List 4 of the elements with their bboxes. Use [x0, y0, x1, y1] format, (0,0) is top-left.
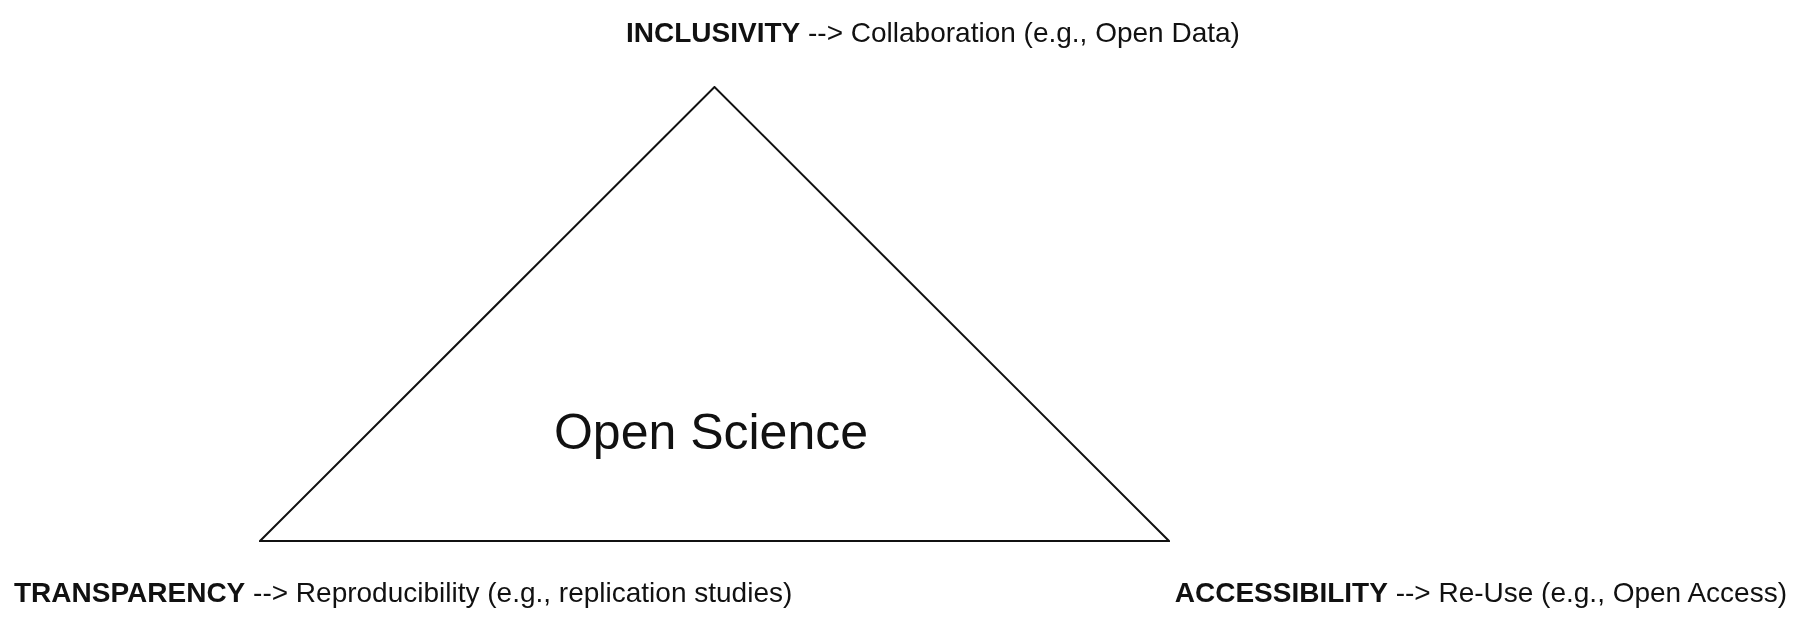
center-title: Open Science — [553, 403, 869, 461]
vertex-label: INCLUSIVITY --> Collaboration (e.g., Open Data) — [626, 16, 1240, 50]
vertex-label: ACCESSIBILITY --> Re-Use (e.g., Open Access) — [1174, 576, 1787, 610]
vertex-label: TRANSPARENCY --> Reproducibility (e.g., replication studies) — [14, 576, 793, 610]
